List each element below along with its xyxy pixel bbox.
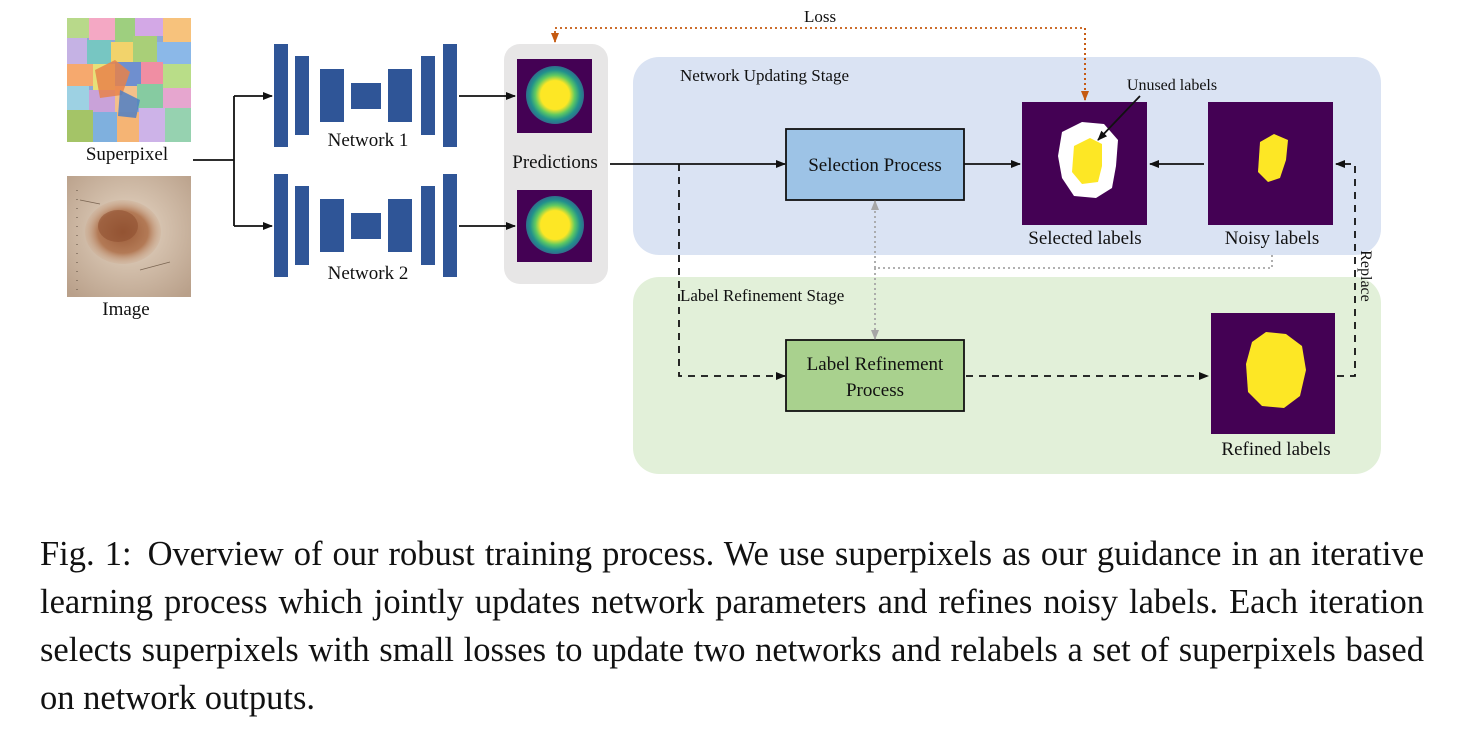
network-2-architecture (274, 174, 457, 277)
network-updating-stage-title: Network Updating Stage (680, 66, 849, 85)
superpixel-image (67, 18, 191, 142)
selection-process-box (785, 128, 965, 201)
label-refinement-process-box (785, 339, 965, 412)
noisy-labels-mask (1208, 102, 1333, 225)
network-1-label: Network 1 (328, 130, 409, 151)
input-connectors (193, 92, 273, 230)
label-refinement-process-label-line1: Label Refinement (807, 354, 944, 375)
selected-labels-label: Selected labels (1028, 228, 1141, 249)
image-label: Image (102, 299, 149, 320)
figure-caption: Fig. 1: Overview of our robust training … (40, 530, 1424, 722)
prediction-1-map (517, 59, 592, 133)
predictions-label: Predictions (512, 152, 598, 173)
network-2-label: Network 2 (328, 263, 409, 284)
replace-arrow (1335, 160, 1356, 377)
refined-labels-label: Refined labels (1221, 439, 1330, 460)
figure-caption-text: Overview of our robust training process.… (40, 535, 1425, 717)
label-refinement-process-label-line2: Process (846, 380, 904, 401)
unused-labels-pointer-arrow (1097, 95, 1141, 141)
noisy-to-processes-dotted-connector (875, 255, 1273, 269)
refined-labels-mask (1211, 313, 1335, 434)
replace-label: Replace (1357, 250, 1374, 302)
selection-process-label: Selection Process (808, 155, 942, 176)
unused-labels-annotation: Unused labels (1127, 77, 1217, 94)
figure-caption-label: Fig. 1: (40, 535, 132, 573)
loss-label: Loss (804, 7, 836, 26)
selected-labels-mask (1022, 102, 1147, 225)
skin-image (67, 176, 191, 297)
prediction-2-map (517, 190, 592, 262)
overview-diagram: Superpixel Image Network 1 Network (67, 7, 1381, 474)
network-updating-stage-panel (633, 57, 1381, 255)
noisy-labels-label: Noisy labels (1225, 228, 1319, 249)
network-1-architecture (274, 44, 457, 147)
superpixel-label: Superpixel (86, 144, 168, 165)
predictions-to-refinement-dashed (678, 164, 786, 380)
label-refinement-stage-title: Label Refinement Stage (680, 286, 844, 305)
